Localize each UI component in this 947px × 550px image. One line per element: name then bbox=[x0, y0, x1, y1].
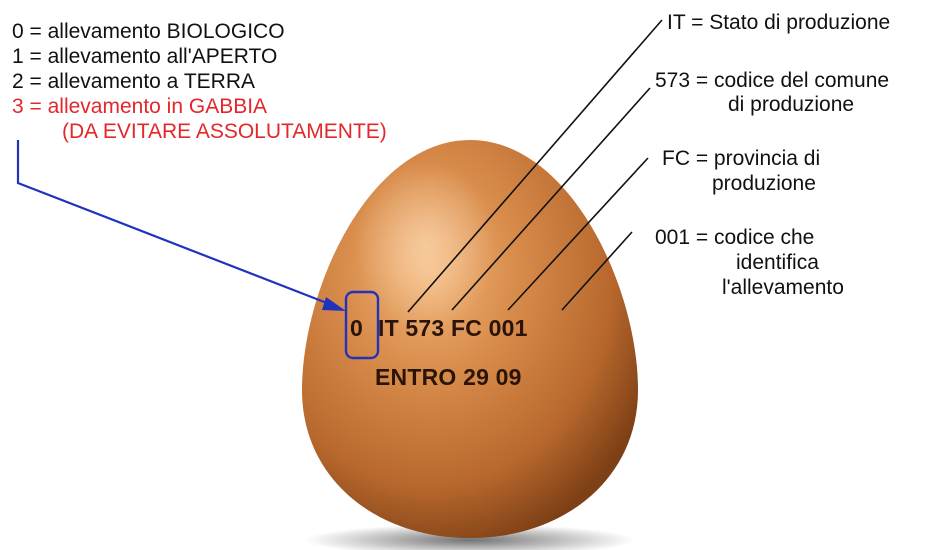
annotation-001: 001 = codice che bbox=[655, 225, 814, 250]
legend-item-free-range: 1 = allevamento all'APERTO bbox=[12, 44, 277, 69]
annotation-001-cont: identifica bbox=[736, 250, 819, 275]
legend-item-organic: 0 = allevamento BIOLOGICO bbox=[12, 19, 285, 44]
legend-item-cage: 3 = allevamento in GABBIA bbox=[12, 94, 267, 119]
legend-item-barn: 2 = allevamento a TERRA bbox=[12, 69, 255, 94]
egg-highlight bbox=[355, 160, 495, 330]
annotation-573: 573 = codice del comune bbox=[655, 68, 889, 93]
legend-warning: (DA EVITARE ASSOLUTAMENTE) bbox=[62, 119, 387, 144]
blue-arrow-line bbox=[18, 140, 332, 305]
egg-code: IT 573 FC 001 bbox=[378, 315, 528, 342]
annotation-573-cont: di produzione bbox=[728, 92, 854, 117]
annotation-fc: FC = provincia di bbox=[662, 146, 820, 171]
expiry-date: ENTRO 29 09 bbox=[375, 364, 522, 391]
method-digit: 0 bbox=[350, 315, 363, 342]
annotation-001-cont2: l'allevamento bbox=[722, 275, 844, 300]
annotation-fc-cont: produzione bbox=[712, 171, 816, 196]
annotation-it: IT = Stato di produzione bbox=[667, 10, 890, 35]
